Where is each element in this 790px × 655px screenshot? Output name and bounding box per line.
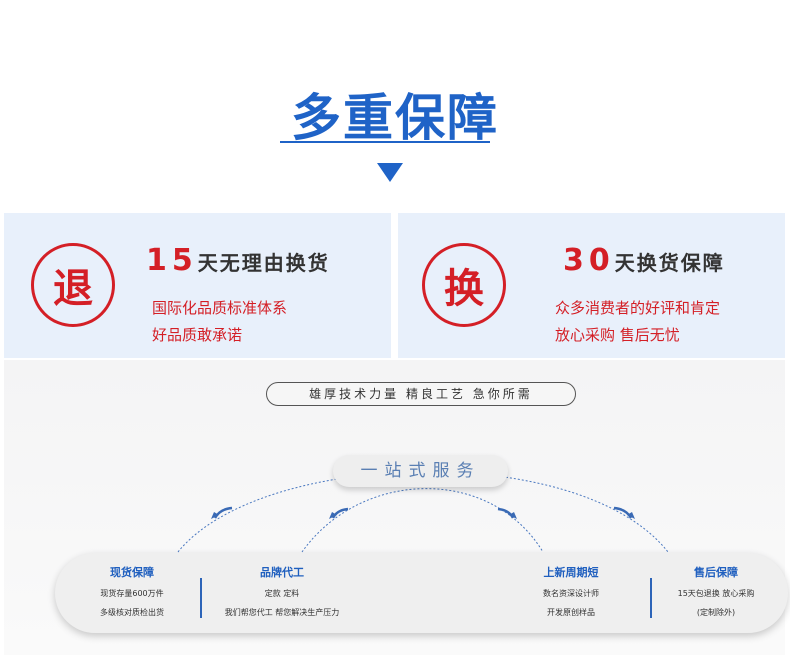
curve-arrow-icon (213, 506, 233, 519)
return-guarantee-card: 退 15天无理由换货 国际化品质标准体系 好品质敢承诺 (4, 213, 391, 358)
service-title: 上新周期短 (543, 566, 599, 579)
return-badge: 退 (31, 243, 115, 327)
return-days: 15 (146, 243, 198, 278)
return-line-1: 国际化品质标准体系 (152, 299, 288, 317)
curve-arrow-icon (331, 507, 349, 519)
service-title: 品牌代工 (260, 566, 304, 579)
service-after-sales: 售后保障 15天包退换 放心采购 (定制除外) (668, 564, 764, 618)
service-line: 现货存量600万件 (100, 589, 164, 598)
exchange-badge: 换 (422, 243, 506, 327)
title-underline (280, 141, 490, 143)
service-line: 定款 定料 (264, 589, 300, 598)
services-bar (55, 553, 788, 633)
service-line: 我们帮您代工 帮您解决生产压力 (224, 608, 340, 617)
arrow-down-icon (377, 163, 403, 182)
curve-arrow-icon (497, 507, 515, 519)
exchange-line-2: 放心采购 售后无忧 (555, 326, 680, 344)
service-line: (定制除外) (696, 608, 736, 617)
one-stop-service-label: 一站式服务 (333, 455, 508, 487)
exchange-guarantee-card: 换 30天换货保障 众多消费者的好评和肯定 放心采购 售后无忧 (398, 213, 785, 358)
service-line: 多级核对质检出货 (100, 608, 164, 617)
return-headline-text: 天无理由换货 (197, 251, 330, 275)
page-title: 多重保障 (291, 89, 499, 147)
service-new-arrivals: 上新周期短 数名资深设计师 开发原创样品 (525, 564, 617, 618)
exchange-days: 30 (563, 243, 615, 278)
return-headline: 15天无理由换货 (146, 243, 330, 278)
return-line-2: 好品质敢承诺 (152, 326, 243, 344)
exchange-line-1: 众多消费者的好评和肯定 (555, 299, 721, 317)
divider (200, 578, 202, 618)
tagline: 雄厚技术力量 精良工艺 急你所需 (266, 382, 576, 406)
service-oem: 品牌代工 定款 定料 我们帮您代工 帮您解决生产压力 (212, 564, 352, 618)
service-stock: 现货保障 现货存量600万件 多级核对质检出货 (92, 564, 172, 618)
service-title: 现货保障 (110, 566, 154, 579)
inner-arc (301, 488, 544, 553)
curve-arrow-icon (613, 506, 633, 519)
service-title: 售后保障 (694, 566, 738, 579)
divider (650, 578, 652, 618)
service-line: 数名资深设计师 (543, 589, 599, 598)
exchange-headline: 30天换货保障 (563, 243, 725, 278)
service-line: 15天包退换 放心采购 (677, 589, 755, 598)
service-line: 开发原创样品 (547, 608, 595, 617)
exchange-headline-text: 天换货保障 (614, 251, 725, 275)
outer-arc (177, 471, 669, 553)
